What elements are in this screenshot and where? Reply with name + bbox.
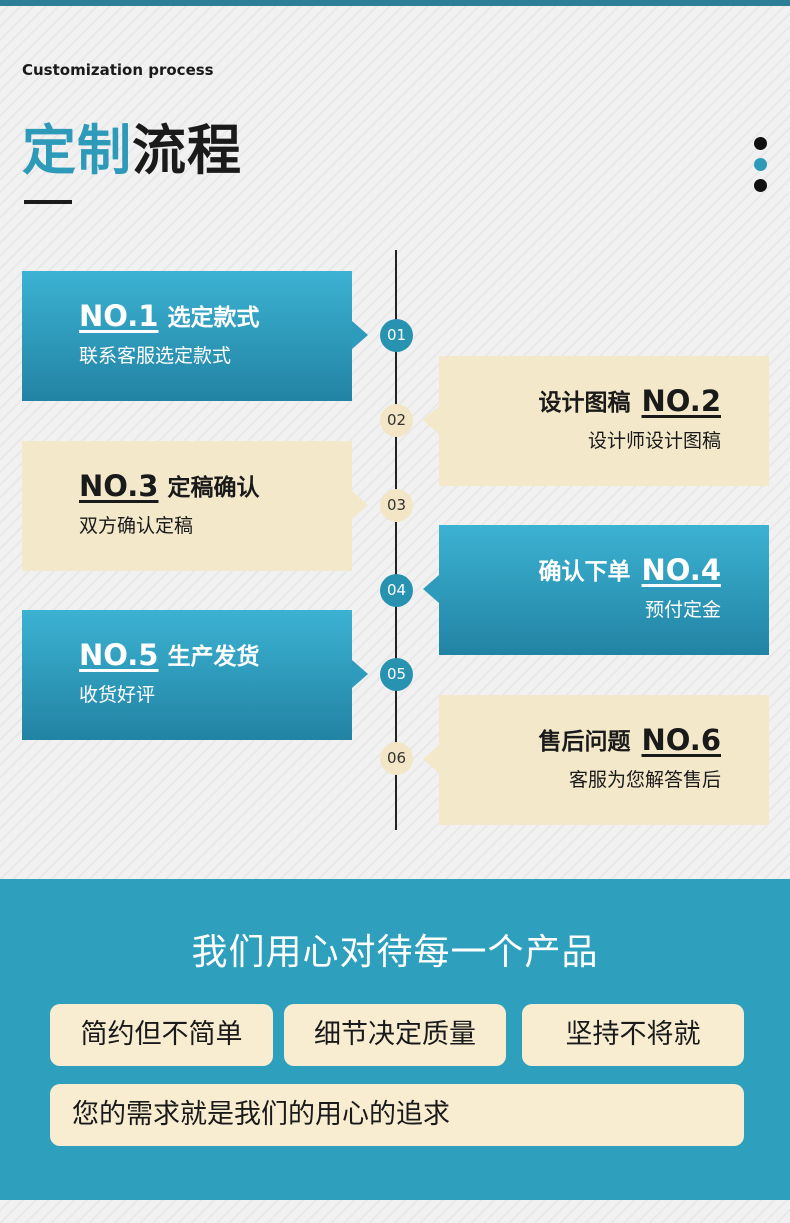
dot-icon: [754, 158, 767, 171]
step-title: 选定款式: [167, 305, 260, 331]
step-description: 双方确认定稿: [79, 515, 194, 537]
step-heading: 设计图稿 NO.2: [539, 384, 721, 418]
page-title-accent: 定制: [22, 119, 132, 182]
step-heading: 售后问题 NO.6: [539, 723, 721, 757]
timeline-line: [395, 250, 397, 830]
step-number: NO.3: [79, 469, 159, 503]
step-description: 设计师设计图稿: [587, 430, 721, 452]
card-pointer: [423, 575, 439, 603]
step-heading: NO.3 定稿确认: [79, 469, 259, 503]
card-pointer: [352, 491, 368, 519]
title-underline: [24, 200, 72, 204]
step-description: 联系客服选定款式: [79, 345, 232, 367]
step-card-3: NO.3 定稿确认 双方确认定稿: [22, 441, 368, 571]
page-title-main: 流程: [132, 119, 242, 182]
step-number: NO.2: [641, 384, 721, 418]
timeline-node-04: 04: [380, 574, 413, 607]
feature-tag: 坚持不将就: [522, 1004, 744, 1066]
timeline-node-05: 05: [380, 658, 413, 691]
step-title: 生产发货: [167, 644, 260, 670]
timeline-node-02: 02: [380, 404, 413, 437]
footer-tagline: 您的需求就是我们的用心的追求: [50, 1084, 744, 1146]
footer-title: 我们用心对待每一个产品: [191, 932, 599, 973]
dot-icon: [754, 179, 767, 192]
step-heading: 确认下单 NO.4: [539, 553, 721, 587]
step-number: NO.4: [641, 553, 721, 587]
step-title: 定稿确认: [167, 475, 260, 501]
step-number: NO.5: [79, 638, 159, 672]
decorative-dots: [754, 137, 768, 200]
step-card-5: NO.5 生产发货 收货好评: [22, 610, 368, 740]
step-description: 客服为您解答售后: [568, 769, 721, 791]
step-title: 售后问题: [538, 729, 631, 755]
page-title: 定制流程: [22, 118, 242, 184]
step-number: NO.1: [79, 299, 159, 333]
step-card-1: NO.1 选定款式 联系客服选定款式: [22, 271, 368, 401]
feature-tag: 简约但不简单: [50, 1004, 273, 1066]
footer-banner: 我们用心对待每一个产品 简约但不简单 细节决定质量 坚持不将就 您的需求就是我们…: [0, 879, 790, 1200]
section-subtitle-english: Customization process: [22, 61, 214, 79]
step-card-4: 确认下单 NO.4 预付定金: [423, 525, 769, 655]
step-number: NO.6: [641, 723, 721, 757]
step-heading: NO.1 选定款式: [79, 299, 259, 333]
timeline-node-03: 03: [380, 489, 413, 522]
step-title: 确认下单: [538, 559, 631, 585]
step-heading: NO.5 生产发货: [79, 638, 259, 672]
timeline-node-06: 06: [380, 742, 413, 775]
card-pointer: [423, 745, 439, 773]
step-description: 预付定金: [644, 599, 721, 621]
card-pointer: [352, 660, 368, 688]
top-accent-strip: [0, 0, 790, 6]
step-description: 收货好评: [79, 684, 156, 706]
step-title: 设计图稿: [538, 390, 631, 416]
timeline-node-01: 01: [380, 319, 413, 352]
dot-icon: [754, 137, 767, 150]
step-card-6: 售后问题 NO.6 客服为您解答售后: [423, 695, 769, 825]
card-pointer: [423, 406, 439, 434]
step-card-2: 设计图稿 NO.2 设计师设计图稿: [423, 356, 769, 486]
feature-tag: 细节决定质量: [284, 1004, 506, 1066]
card-pointer: [352, 321, 368, 349]
